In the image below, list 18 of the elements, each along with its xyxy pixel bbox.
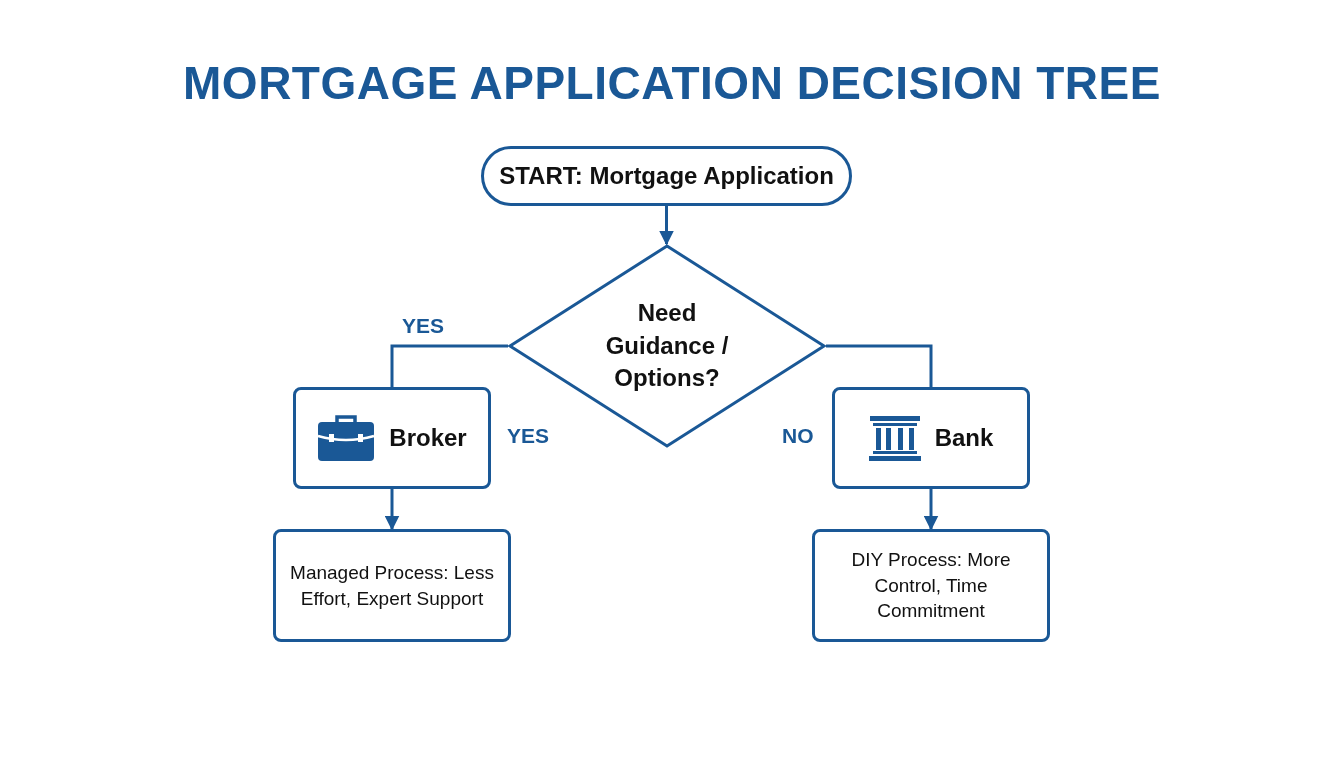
node-label: Broker	[389, 422, 467, 453]
process-box	[273, 529, 511, 642]
node-label: Bank	[934, 422, 994, 453]
node-label: Managed Process: Less Effort, Expert Support	[289, 560, 495, 611]
connector-line	[390, 344, 508, 387]
node-label: START: Mortgage Application	[499, 160, 834, 191]
arrow	[384, 489, 400, 531]
decision-diamond	[508, 244, 826, 448]
process-box	[293, 387, 491, 489]
process-box	[812, 529, 1050, 642]
arrow	[923, 489, 939, 531]
node-label: DIY Process: More Control, Time Commitment	[850, 548, 1012, 624]
diagram-title: MORTGAGE APPLICATION DECISION TREE	[182, 56, 1162, 110]
node-label: Need Guidance / Options?	[604, 298, 730, 394]
arrow	[659, 206, 674, 246]
connector-line	[826, 344, 933, 387]
process-box	[832, 387, 1030, 489]
start-terminal	[481, 146, 852, 206]
